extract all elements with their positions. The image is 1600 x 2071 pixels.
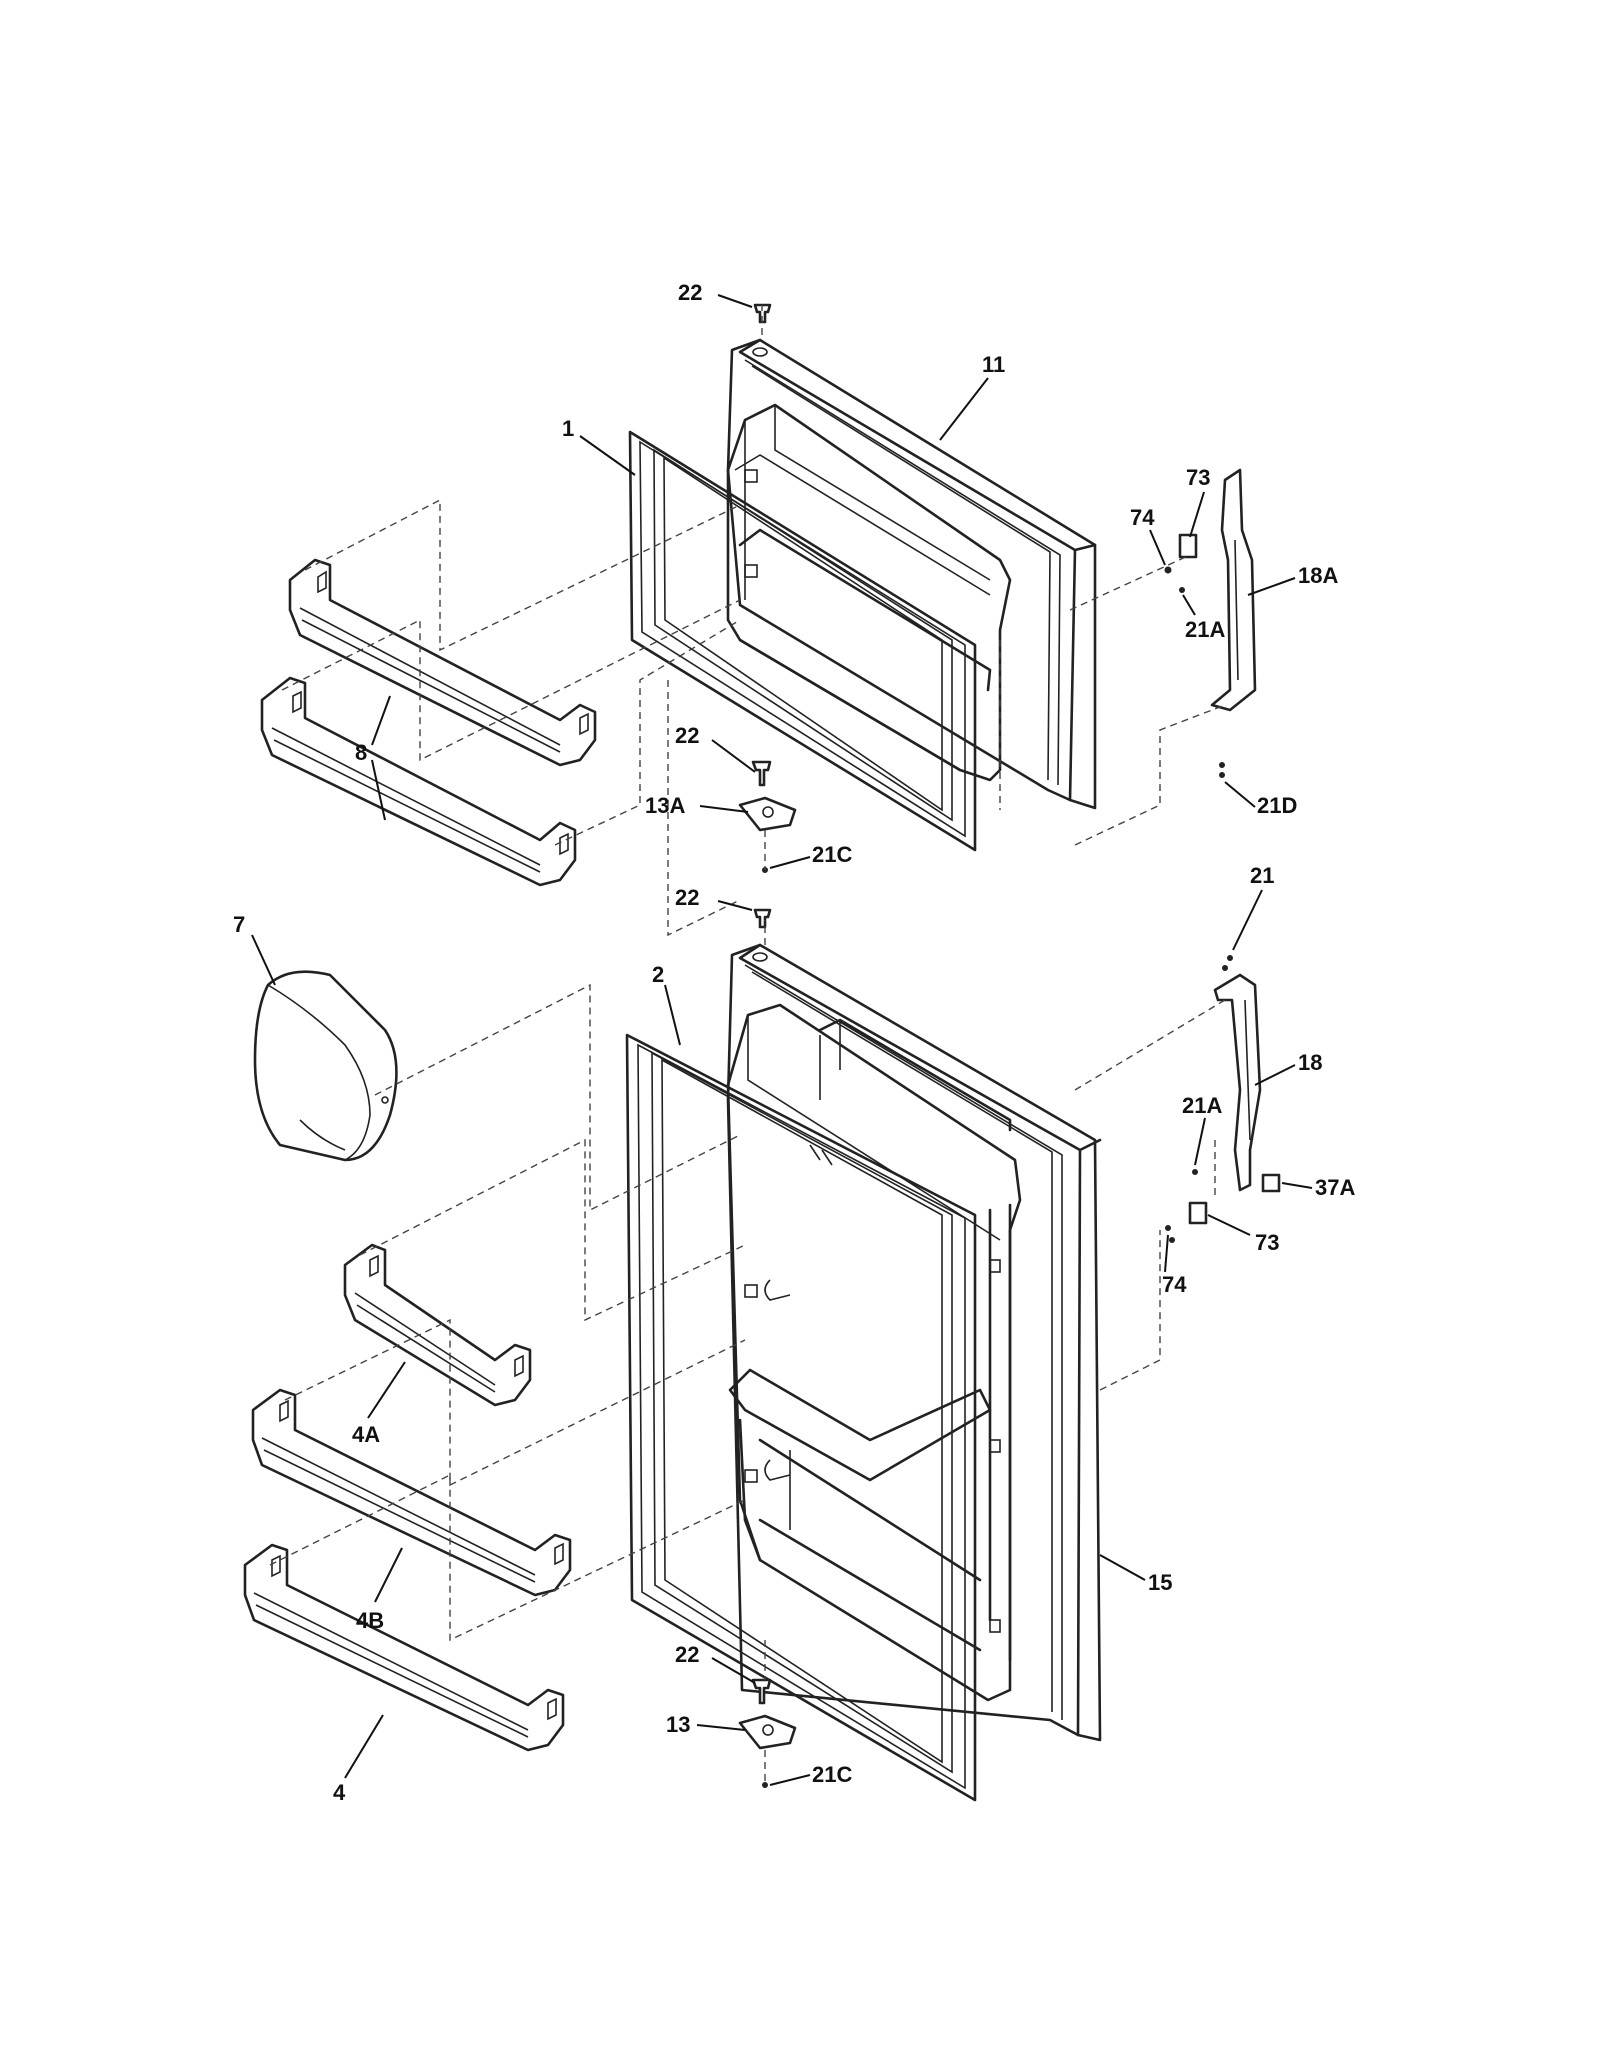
dairy-bin-7 bbox=[253, 970, 398, 1162]
callout-18A: 18A bbox=[1298, 563, 1338, 588]
callout-73: 73 bbox=[1186, 465, 1210, 490]
callout-21D: 21D bbox=[1257, 793, 1297, 818]
fresh-food-door-15 bbox=[726, 943, 1102, 1742]
callout-21C: 21C bbox=[812, 1762, 852, 1787]
callout-7: 7 bbox=[233, 912, 245, 937]
lower-hinge-18 bbox=[1188, 973, 1281, 1225]
callout-8: 8 bbox=[355, 740, 367, 765]
hinge-plate-13 bbox=[738, 1714, 797, 1750]
callout-13A: 13A bbox=[645, 793, 685, 818]
upper-hinge-18A bbox=[1178, 468, 1257, 712]
assembly-lines bbox=[269, 305, 1226, 1785]
callout-21A: 21A bbox=[1185, 617, 1225, 642]
callout-74: 74 bbox=[1162, 1272, 1187, 1297]
callout-1: 1 bbox=[562, 416, 574, 441]
freezer-door-11 bbox=[726, 338, 1097, 810]
callout-18: 18 bbox=[1298, 1050, 1322, 1075]
hinge-plate-13A bbox=[738, 796, 797, 832]
door-shelf-4 bbox=[243, 1543, 565, 1752]
callout-13: 13 bbox=[666, 1712, 690, 1737]
callout-11: 11 bbox=[982, 352, 1005, 377]
callout-labels: 22 11 1 73 74 18A 21A 8 22 13A 21C 21D 2… bbox=[233, 280, 1355, 1805]
freezer-door-shelf-8-lower bbox=[260, 676, 577, 887]
door-shelf-4B bbox=[251, 1388, 572, 1597]
callout-22: 22 bbox=[675, 723, 699, 748]
callout-37A: 37A bbox=[1315, 1175, 1355, 1200]
freezer-gasket-1 bbox=[628, 430, 977, 852]
callout-15: 15 bbox=[1148, 1570, 1172, 1595]
screws bbox=[751, 303, 1233, 1788]
door-shelf-4A bbox=[343, 1243, 532, 1407]
leader-lines bbox=[251, 294, 1313, 1786]
callout-21C: 21C bbox=[812, 842, 852, 867]
callout-74: 74 bbox=[1130, 505, 1155, 530]
freezer-door-shelf-8-upper bbox=[288, 558, 597, 767]
callout-4A: 4A bbox=[352, 1422, 380, 1447]
callout-4: 4 bbox=[333, 1780, 346, 1805]
fresh-food-gasket-2 bbox=[625, 1033, 977, 1802]
callout-21A: 21A bbox=[1182, 1093, 1222, 1118]
callout-22: 22 bbox=[675, 1642, 699, 1667]
callout-22: 22 bbox=[678, 280, 702, 305]
callout-22: 22 bbox=[675, 885, 699, 910]
callout-2: 2 bbox=[652, 962, 664, 987]
callout-21: 21 bbox=[1250, 863, 1274, 888]
callout-4B: 4B bbox=[356, 1608, 384, 1633]
callout-73: 73 bbox=[1255, 1230, 1279, 1255]
